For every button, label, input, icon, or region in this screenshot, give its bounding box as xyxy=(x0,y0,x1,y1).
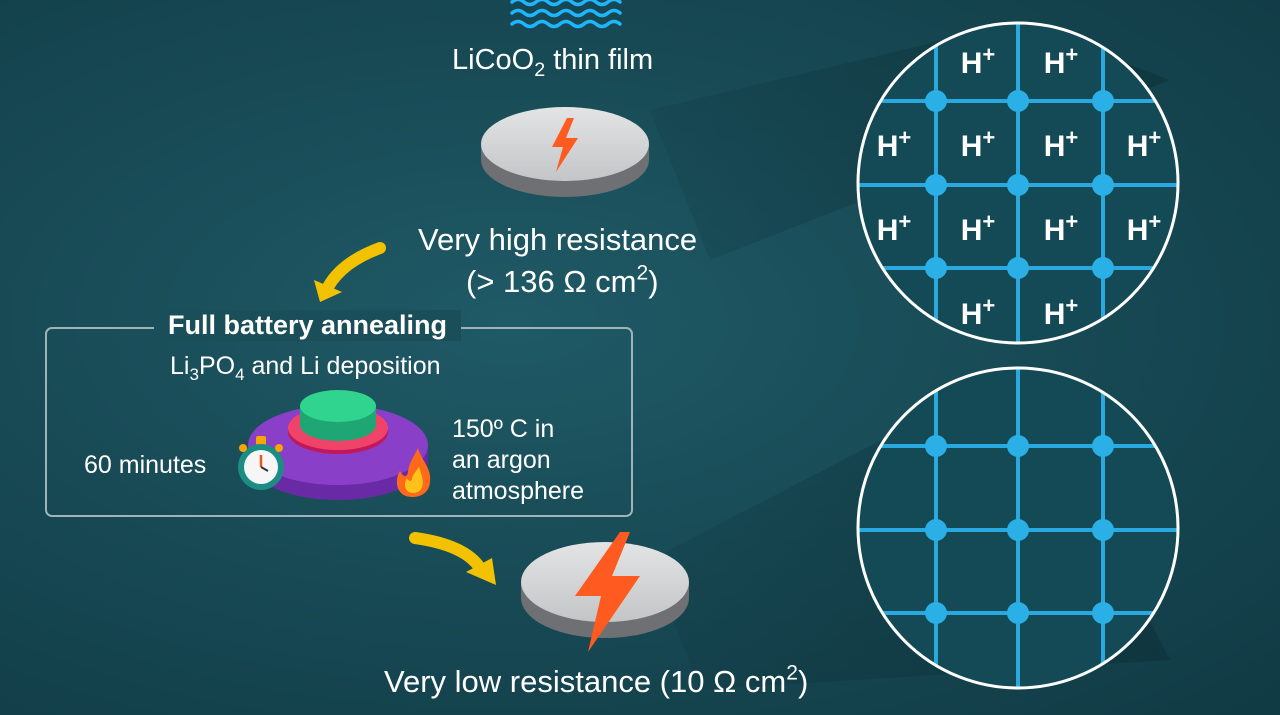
duration-label: 60 minutes xyxy=(84,451,207,479)
annealing-conditions: 150º C in an argon atmosphere xyxy=(452,414,632,507)
lattice-node xyxy=(925,602,947,624)
conditions-line-3: atmosphere xyxy=(452,477,585,505)
proton-label: H+ xyxy=(877,125,912,163)
proton-label: H+ xyxy=(961,125,996,163)
lattice-node xyxy=(1007,90,1029,112)
low-resistance-label: Very low resistance (10 Ω cm2) xyxy=(384,661,809,699)
proton-label: H+ xyxy=(1044,209,1079,247)
thin-film-label: LiCoO2 thin film xyxy=(452,44,654,81)
lattice-node xyxy=(1092,90,1114,112)
deposition-label: Li3PO4 and Li deposition xyxy=(170,352,441,384)
proton-label: H+ xyxy=(877,209,912,247)
lattice-magnified-top: H+ H+ H+ H+ H+ H+ H+ H+ H+ H+ H+ H+ xyxy=(856,21,1180,345)
lattice-node xyxy=(1092,174,1114,196)
conditions-line-1: 150º C in xyxy=(452,415,555,443)
lattice-node xyxy=(1007,174,1029,196)
proton-label: H+ xyxy=(1044,42,1079,80)
large-lightning-icon xyxy=(575,532,640,652)
high-resistance-value: (> 136 Ω cm2) xyxy=(466,261,659,299)
flame-icon xyxy=(396,448,431,497)
proton-label: H+ xyxy=(1044,125,1079,163)
lattice-node xyxy=(925,90,947,112)
lattice-node xyxy=(1092,519,1114,541)
lattice-node xyxy=(925,257,947,279)
proton-label: H+ xyxy=(961,293,996,331)
process-title: Full battery annealing xyxy=(154,310,462,341)
lattice-node xyxy=(1007,602,1029,624)
proton-label: H+ xyxy=(1127,125,1162,163)
lattice-node xyxy=(925,435,947,457)
small-lightning-icon xyxy=(552,118,578,172)
curved-arrow-down-left-icon xyxy=(314,242,386,302)
high-resistance-label: Very high resistance xyxy=(418,222,698,257)
cathode-disc-top-icon xyxy=(481,107,649,197)
lattice-node xyxy=(1092,257,1114,279)
lattice-node xyxy=(1092,435,1114,457)
lattice-node xyxy=(925,174,947,196)
lattice-node xyxy=(1007,435,1029,457)
lattice-node xyxy=(925,519,947,541)
lattice-node xyxy=(1007,519,1029,541)
annealing-heater-icon xyxy=(248,390,428,500)
conditions-line-2: an argon xyxy=(452,446,551,474)
lattice-magnified-bottom xyxy=(856,366,1180,690)
cathode-disc-bottom-icon xyxy=(521,532,689,652)
proton-label: H+ xyxy=(1044,293,1079,331)
water-waves-icon xyxy=(510,0,622,29)
proton-label: H+ xyxy=(961,42,996,80)
proton-label: H+ xyxy=(961,209,996,247)
lattice-node xyxy=(1092,602,1114,624)
stopwatch-icon xyxy=(238,436,284,490)
proton-label: H+ xyxy=(1127,209,1162,247)
curved-arrow-down-right-icon xyxy=(409,532,496,585)
lattice-node xyxy=(1007,257,1029,279)
